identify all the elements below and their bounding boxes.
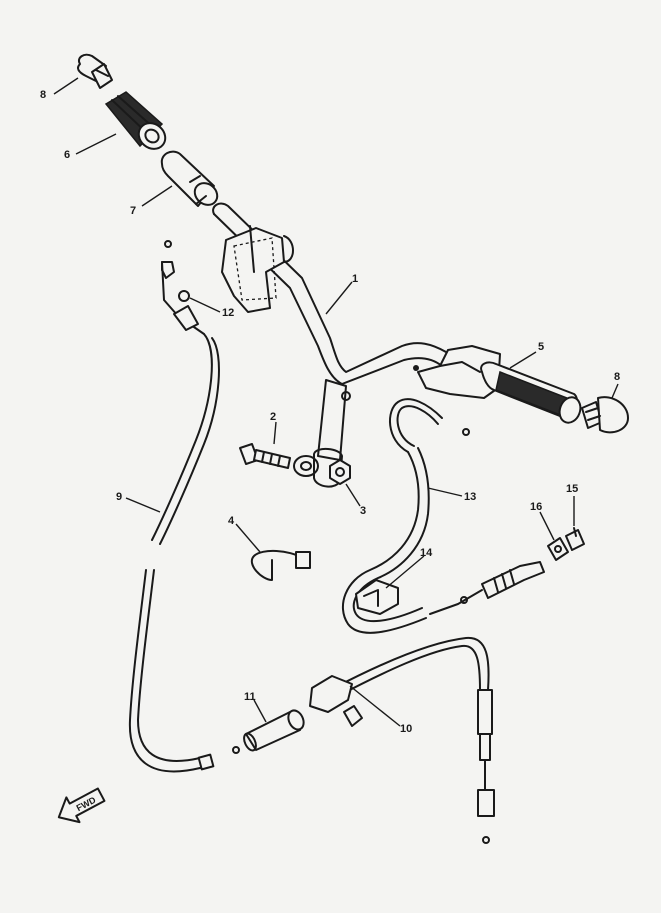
callout-6: 6 xyxy=(64,149,70,161)
part-7-throttle-sleeve xyxy=(160,150,219,207)
callout-7: 7 xyxy=(130,205,136,217)
callout-16: 16 xyxy=(530,501,542,513)
callout-14: 14 xyxy=(420,547,433,559)
callout-4: 4 xyxy=(228,515,235,527)
callout-13: 13 xyxy=(464,491,476,503)
part-9-throttle-cable xyxy=(128,261,220,773)
fwd-arrow-icon: FWD xyxy=(57,787,106,824)
callout-5: 5 xyxy=(538,341,544,353)
part-2-bolt xyxy=(239,443,291,469)
part-13-hose xyxy=(342,398,470,634)
callout-15: 15 xyxy=(566,483,578,495)
part-15-screw xyxy=(565,527,585,551)
part-8-grip-end-top xyxy=(77,53,113,89)
leader-lines xyxy=(53,77,619,727)
part-6-left-grip xyxy=(104,91,167,150)
callout-9: 9 xyxy=(116,491,122,503)
callout-12: 12 xyxy=(222,307,234,319)
callout-10: 10 xyxy=(400,723,412,735)
part-14-holder xyxy=(355,579,399,615)
callout-8-right: 8 xyxy=(614,371,620,383)
callout-labels: 8 6 7 12 1 5 8 2 3 13 9 4 14 16 15 11 10 xyxy=(40,89,620,735)
callout-3: 3 xyxy=(360,505,366,517)
part-11-throttle-tube xyxy=(232,709,305,754)
part-12-fastener xyxy=(161,240,190,302)
part-10-brake-cable xyxy=(309,561,545,844)
callout-1: 1 xyxy=(352,273,358,285)
callout-11: 11 xyxy=(244,691,256,703)
part-3-nut xyxy=(329,459,351,485)
callout-2: 2 xyxy=(270,411,276,423)
part-5-right-grip-assembly xyxy=(413,345,582,424)
part-4-clamp xyxy=(251,550,311,581)
callout-8-top: 8 xyxy=(40,89,46,101)
part-16-adjuster xyxy=(547,537,569,561)
part-8-grip-end-right xyxy=(581,396,629,434)
